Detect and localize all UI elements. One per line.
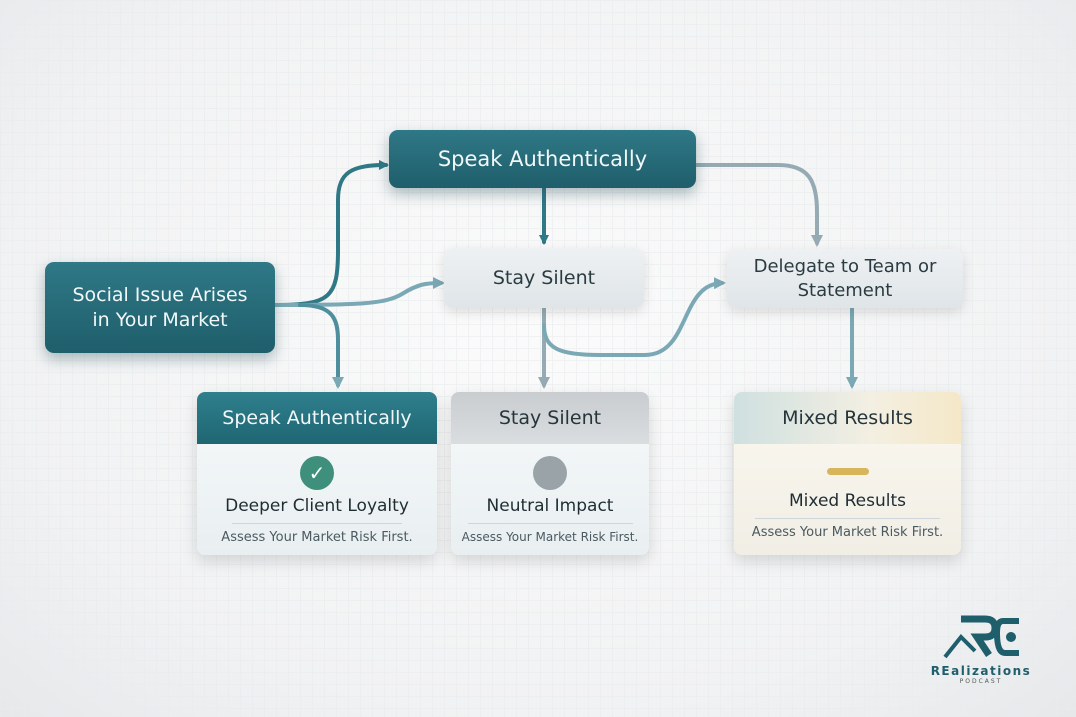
outcome-card-mixed: Mixed Results Mixed Results Assess Your … — [734, 392, 961, 555]
divider — [467, 523, 633, 524]
arrow-start-to-speak — [273, 160, 389, 307]
card-note: Assess Your Market Risk First. — [221, 530, 413, 545]
divider — [755, 518, 940, 519]
start-node: Social Issue Arises in Your Market — [45, 262, 275, 353]
card-note: Assess Your Market Risk First. — [461, 530, 639, 544]
stay-silent-node: Stay Silent — [444, 248, 644, 308]
card-note: Assess Your Market Risk First. — [751, 525, 944, 540]
card-title: Stay Silent — [451, 392, 649, 444]
arrow-start-to-silent — [273, 277, 445, 307]
arrow-start-to-card1 — [298, 303, 344, 389]
speak-authentically-node: Speak Authentically — [389, 130, 696, 188]
logo-name: REalizations — [930, 664, 1032, 678]
card-title: Mixed Results — [734, 392, 961, 444]
card-result: Deeper Client Loyalty — [225, 496, 409, 516]
delegate-node: Delegate to Team or Statement — [727, 249, 963, 308]
outcome-card-silent: Stay Silent Neutral Impact Assess Your M… — [451, 392, 649, 555]
house-re-logo-icon — [943, 615, 1019, 659]
outcome-card-speak: Speak Authentically ✓ Deeper Client Loya… — [197, 392, 437, 555]
check-circle-icon: ✓ — [300, 456, 334, 490]
arrow-speak-to-delegate — [694, 163, 823, 247]
arrow-silent-to-delegate — [542, 277, 726, 357]
gray-circle-icon — [533, 456, 567, 490]
card-title: Speak Authentically — [197, 392, 437, 444]
realizations-logo: REalizations PODCAST — [925, 615, 1037, 685]
card-result: Neutral Impact — [486, 496, 614, 516]
dash-icon — [826, 468, 869, 475]
divider — [232, 523, 402, 524]
card-result: Mixed Results — [789, 491, 906, 511]
logo-sub: PODCAST — [959, 678, 1003, 685]
